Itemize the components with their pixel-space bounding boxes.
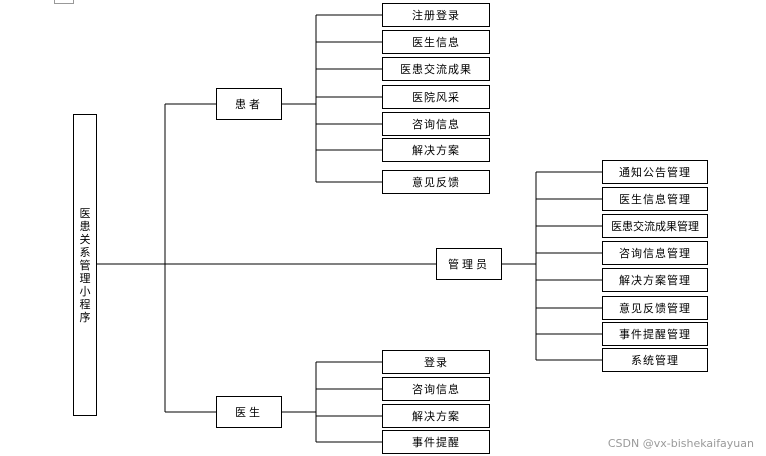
admin-item: 咨询信息管理	[602, 241, 708, 265]
root-node: 医 患 关 系 管 理 小 程 序	[73, 114, 97, 416]
root-char: 医	[79, 206, 91, 220]
admin-item: 意见反馈管理	[602, 296, 708, 320]
patient-node: 患者	[216, 88, 282, 120]
admin-node: 管理员	[436, 248, 502, 280]
admin-item: 系统管理	[602, 348, 708, 372]
patient-item: 注册登录	[382, 3, 490, 27]
admin-item: 通知公告管理	[602, 160, 708, 184]
root-char: 小	[79, 284, 91, 298]
watermark-text: CSDN @vx-bishekaifayuan	[607, 437, 754, 450]
root-char: 序	[79, 310, 91, 324]
root-char: 关	[79, 232, 91, 246]
patient-item: 医院风采	[382, 85, 490, 109]
root-char: 系	[79, 245, 91, 259]
admin-item: 医患交流成果管理	[602, 214, 708, 238]
doctor-item: 咨询信息	[382, 377, 490, 401]
doctor-item: 登录	[382, 350, 490, 374]
admin-item: 医生信息管理	[602, 187, 708, 211]
admin-item: 解决方案管理	[602, 268, 708, 292]
doctor-item: 事件提醒	[382, 430, 490, 454]
patient-item: 意见反馈	[382, 170, 490, 194]
patient-item: 医患交流成果	[382, 57, 490, 81]
root-char: 程	[79, 297, 91, 311]
root-char: 管	[79, 258, 91, 272]
doctor-item: 解决方案	[382, 404, 490, 428]
doctor-node: 医生	[216, 396, 282, 428]
admin-item: 事件提醒管理	[602, 322, 708, 346]
root-char: 患	[79, 219, 91, 233]
page-corner-mark	[54, 0, 74, 4]
patient-item: 咨询信息	[382, 112, 490, 136]
root-char: 理	[79, 271, 91, 285]
patient-item: 解决方案	[382, 138, 490, 162]
patient-item: 医生信息	[382, 30, 490, 54]
